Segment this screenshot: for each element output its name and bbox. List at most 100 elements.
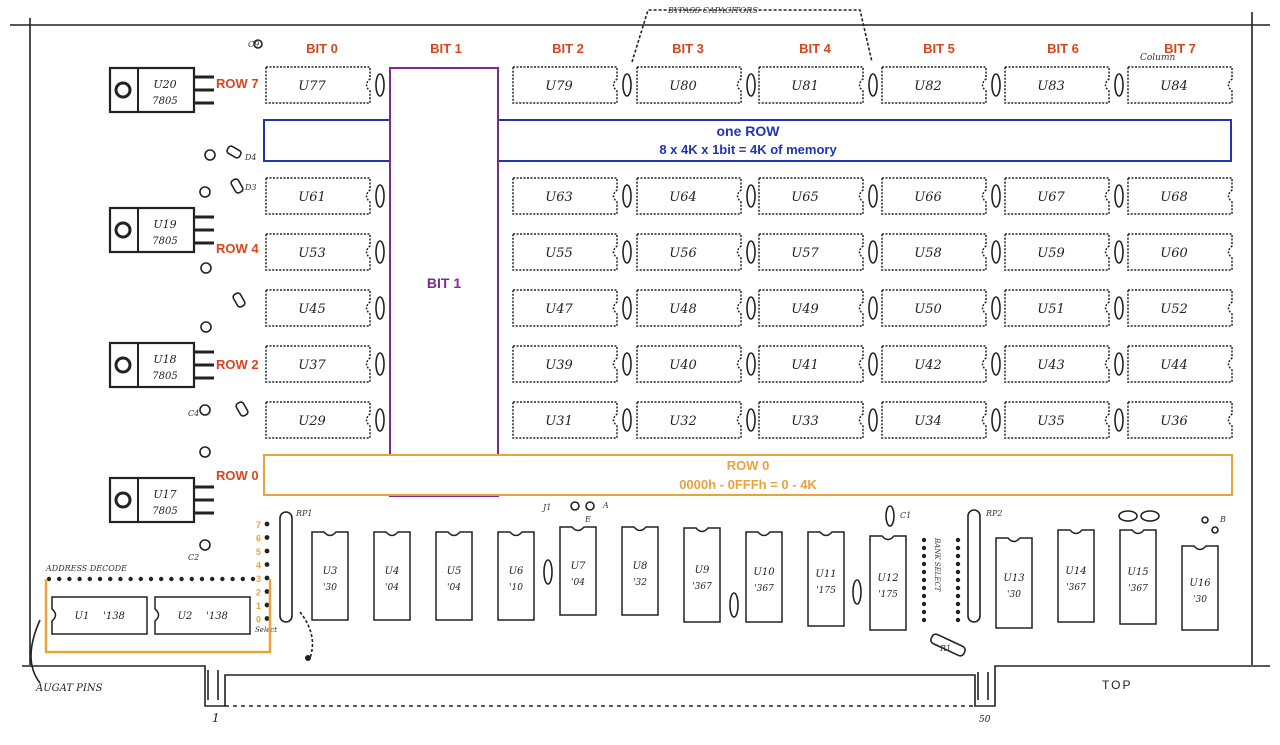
decoder-chip-id: U1: [75, 611, 90, 622]
memory-chip: U51: [1004, 289, 1124, 327]
logic-chip: U9 '367: [683, 527, 721, 623]
logic-chip: U11'175: [807, 531, 845, 627]
bit-label: BIT 1: [430, 41, 462, 56]
memory-chip-label: U84: [1160, 79, 1188, 94]
memory-chip-label: U49: [791, 302, 819, 317]
logic-chip: U5'04: [435, 531, 473, 621]
c9-label: C9: [248, 40, 259, 49]
memory-chip: U77: [265, 66, 385, 104]
logic-chip: U12 '175: [869, 535, 907, 631]
logic-chip-part: '175: [878, 590, 898, 600]
row-select-pin-label: 0: [256, 615, 261, 625]
memory-chip: U35: [1004, 401, 1124, 439]
address-decode-highlight: [44, 579, 272, 654]
memory-chip-label: U43: [1037, 358, 1065, 373]
memory-chip-label: U82: [914, 79, 942, 94]
lower-components: RP1 RP2 C1 R1 J1 A E B: [279, 501, 1226, 661]
decoder-chip: U1 '138: [51, 596, 148, 635]
regulator-id: U20: [153, 78, 176, 91]
logic-chip-part: '10: [509, 583, 523, 593]
memory-chip: U50: [881, 289, 1001, 327]
d4-label: D4: [244, 153, 257, 162]
memory-chip-label: U64: [669, 190, 697, 205]
address-decode-label: ADDRESS DECODE: [45, 564, 127, 573]
bit-1-column-label: BIT 1: [427, 275, 461, 291]
decoder-chip-part: '138: [206, 611, 228, 622]
r1-label: R1: [939, 644, 951, 653]
memory-chip: U31: [512, 401, 632, 439]
logic-chip-id: U9: [695, 565, 710, 576]
memory-chip: U83: [1004, 66, 1124, 104]
row-labels: ROW 7 ROW 4 ROW 2 ROW 0: [216, 76, 259, 483]
edge-pin-1-label: 1: [212, 711, 220, 725]
logic-chip-part: '04: [385, 583, 399, 593]
bypass-caption-text: BYPASS CAPACITORS: [667, 6, 758, 15]
memory-chip-label: U83: [1037, 79, 1065, 94]
memory-chip: U36: [1127, 401, 1233, 439]
logic-chip-id: U8: [633, 561, 648, 572]
logic-chip: U14'367: [1057, 529, 1095, 623]
one-row-capacity: 8 x 4K x 1bit = 4K of memory: [659, 142, 837, 157]
memory-chip-label: U59: [1037, 246, 1065, 261]
row-0-box-title: ROW 0: [727, 458, 770, 473]
row-0-highlight-box: [263, 454, 1233, 496]
memory-chip: U44: [1127, 345, 1233, 383]
memory-chip: U29: [265, 401, 385, 439]
top-label: TOP: [1102, 678, 1132, 692]
memory-chip-label: U29: [298, 414, 326, 429]
logic-chip-part: '367: [754, 584, 774, 594]
logic-chip: U10'367: [745, 531, 783, 623]
memory-chip: U47: [512, 289, 632, 327]
row-select-pin-label: 4: [256, 561, 261, 571]
logic-chip-part: '367: [692, 582, 712, 592]
logic-chip-id: U16: [1189, 578, 1211, 589]
memory-chip-label: U48: [669, 302, 697, 317]
memory-chip-label: U42: [914, 358, 942, 373]
bit-label: BIT 6: [1047, 41, 1079, 56]
memory-chip-label: U52: [1160, 302, 1188, 317]
memory-chip: U43: [1004, 345, 1124, 383]
memory-chip: U39: [512, 345, 632, 383]
memory-chip: U52: [1127, 289, 1233, 327]
logic-chip: U15'367: [1119, 529, 1157, 625]
row-0-label: ROW 0: [216, 468, 259, 483]
memory-chip: U41: [758, 345, 878, 383]
memory-chip-label: U58: [914, 246, 942, 261]
logic-chip-id: U15: [1127, 567, 1148, 578]
row-select-pin-label: 2: [256, 588, 261, 598]
memory-chip: U67: [1004, 177, 1124, 215]
logic-chip-id: U11: [815, 569, 836, 580]
memory-chip: U55: [512, 233, 632, 271]
logic-chip-id: U14: [1065, 566, 1086, 577]
regulator-id: U18: [153, 353, 176, 366]
regulator-id: U19: [153, 218, 176, 231]
c4-label: C4: [188, 409, 199, 418]
row-4-label: ROW 4: [216, 241, 259, 256]
memory-chip-label: U80: [669, 79, 697, 94]
logic-chip-id: U13: [1003, 573, 1024, 584]
memory-chip-label: U33: [791, 414, 819, 429]
bit-label: BIT 3: [672, 41, 704, 56]
memory-chip: U64: [636, 177, 756, 215]
board-outline: [10, 12, 1270, 707]
memory-chip-label: U56: [669, 246, 697, 261]
memory-chip: U82: [881, 66, 1001, 104]
logic-chip-part: '30: [323, 583, 337, 593]
decoder-chip-part: '138: [103, 611, 125, 622]
memory-chip: U53: [265, 233, 385, 271]
edge-pin-50-label: 50: [979, 715, 991, 725]
d3-label: D3: [244, 183, 257, 192]
memory-chip-label: U37: [298, 358, 326, 373]
logic-chip-id: U12: [877, 573, 898, 584]
logic-chip-part: '04: [447, 583, 461, 593]
decoder-chip: U2'138: [154, 596, 251, 635]
row-7-label: ROW 7: [216, 76, 259, 91]
bit-1-column-highlight-box: [389, 67, 499, 497]
memory-chip: U58: [881, 233, 1001, 271]
